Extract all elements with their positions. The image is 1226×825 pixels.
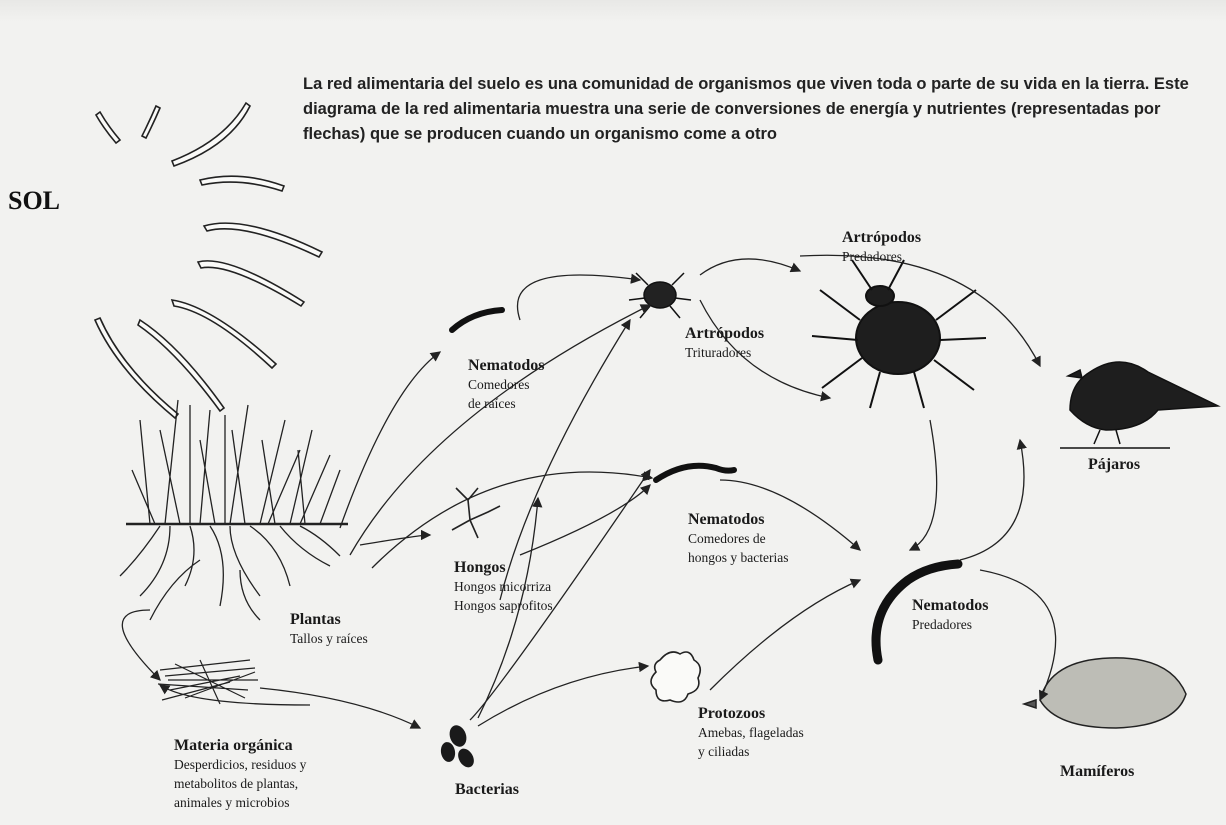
node-line: Comedores — [468, 377, 530, 392]
node-materia-organica: Materia orgánica Desperdicios, residuos … — [174, 736, 306, 812]
sun-label: SOL — [8, 186, 61, 215]
node-line: Trituradores — [685, 345, 752, 360]
node-nematodos-raices: Nematodos Comedores de raíces — [468, 356, 544, 413]
node-hongos: Hongos Hongos micorriza Hongos saprofito… — [454, 558, 553, 615]
predatory-arthropod-icon — [811, 259, 987, 409]
node-bacterias: Bacterias — [455, 780, 519, 799]
node-title: Hongos — [454, 559, 506, 576]
node-title: Protozoos — [698, 705, 766, 722]
bacteria-icon — [440, 725, 474, 768]
node-title: Nematodos — [688, 511, 765, 528]
node-plantas: Plantas Tallos y raíces — [290, 610, 368, 648]
node-line: hongos y bacterias — [688, 550, 789, 565]
bird-icon — [1060, 361, 1221, 449]
root-nematode-icon — [449, 307, 505, 333]
node-title: Materia orgánica — [174, 737, 293, 754]
protozoa-icon — [650, 651, 702, 703]
node-protozoos: Protozoos Amebas, flageladas y ciliadas — [698, 704, 804, 761]
node-line: y ciliadas — [698, 744, 750, 759]
node-nematodos-predadores: Nematodos Predadores — [912, 596, 988, 634]
node-line: Hongos saprofitos — [454, 598, 553, 613]
node-mamiferos: Mamíferos — [1060, 762, 1134, 781]
node-title: Nematodos — [912, 597, 989, 614]
node-line: Comedores de — [688, 531, 766, 546]
node-artropodos-predadores: Artrópodos Predadores — [842, 228, 921, 266]
mammal-icon — [1021, 657, 1187, 729]
node-line: metabolitos de plantas, — [174, 776, 299, 791]
predatory-nematode-icon — [871, 559, 963, 665]
page-top-strip — [0, 0, 1226, 22]
fungi-icon — [451, 487, 501, 539]
node-line: Predadores — [842, 249, 902, 264]
node-nematodos-hongos: Nematodos Comedores de hongos y bacteria… — [688, 510, 788, 567]
node-artropodos-trituradores: Artrópodos Trituradores — [685, 324, 764, 362]
sun-rays-icon — [93, 101, 324, 420]
node-title: Plantas — [290, 611, 341, 628]
organic-matter-icon — [157, 659, 258, 705]
node-line: Hongos micorriza — [454, 579, 552, 594]
node-title: Artrópodos — [842, 229, 922, 246]
node-title: Bacterias — [455, 781, 519, 798]
node-line: Predadores — [912, 617, 972, 632]
node-line: Desperdicios, residuos y — [174, 757, 307, 772]
node-title: Mamíferos — [1060, 763, 1135, 780]
node-line: Amebas, flageladas — [698, 725, 804, 740]
node-line: animales y microbios — [174, 795, 290, 810]
shredder-arthropod-icon — [628, 272, 692, 319]
node-line: de raíces — [468, 396, 516, 411]
node-title: Pájaros — [1088, 456, 1141, 473]
node-pajaros: Pájaros — [1088, 455, 1140, 474]
node-line: Tallos y raíces — [290, 631, 368, 646]
node-title: Artrópodos — [685, 325, 765, 342]
energy-arrows — [121, 254, 1057, 729]
fungal-nematode-icon — [653, 462, 737, 483]
diagram-caption: La red alimentaria del suelo es una comu… — [303, 75, 1189, 143]
node-title: Nematodos — [468, 357, 545, 374]
plants-icon — [119, 399, 348, 621]
